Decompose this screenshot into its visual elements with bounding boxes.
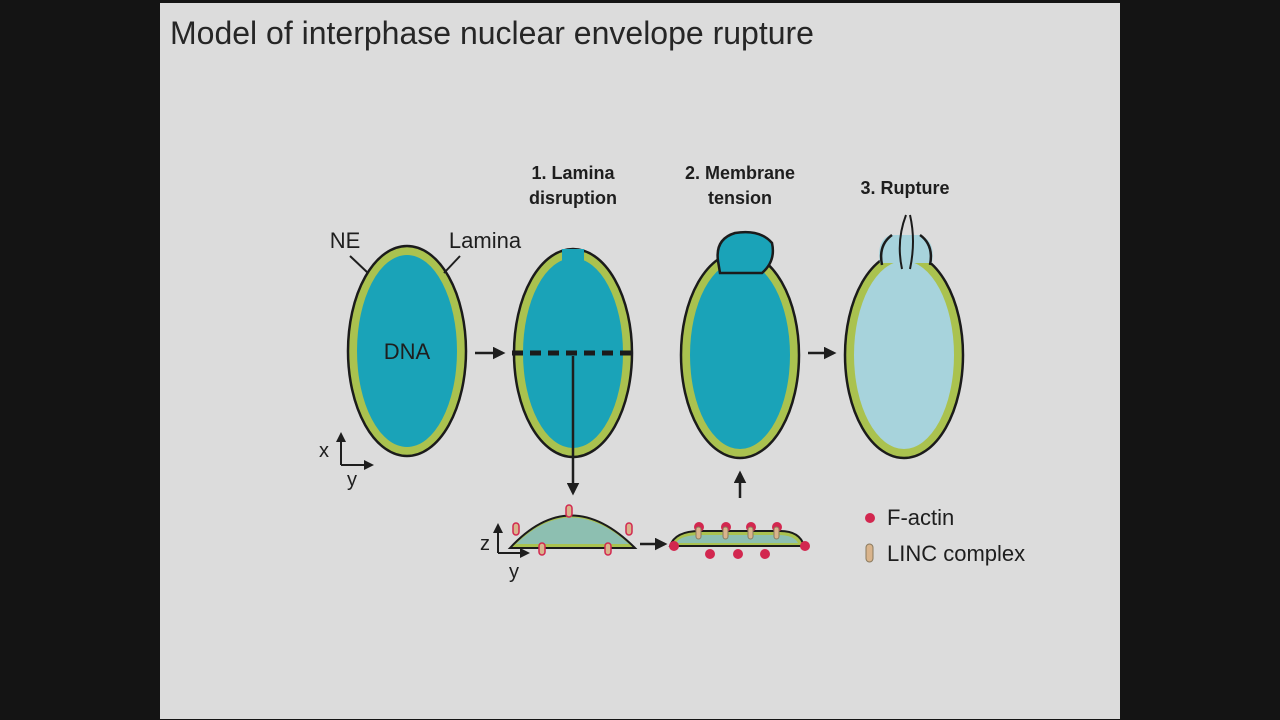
slide-title: Model of interphase nuclear envelope rup… (170, 15, 814, 51)
step-1-title-line2: disruption (529, 188, 617, 208)
cross-section-disruption (507, 504, 638, 556)
nucleus-lamina-disruption (512, 247, 634, 496)
axes-zy: z y (480, 523, 530, 583)
slide: Model of interphase nuclear envelope rup… (160, 3, 1120, 719)
axis-y2-label: y (509, 561, 519, 583)
nucleus-membrane-tension (679, 230, 801, 460)
nucleus-rupture (843, 214, 965, 460)
nucleus-intact: DNA (346, 244, 468, 458)
ne-leader-line (349, 255, 369, 274)
step-3-title: 3. Rupture (860, 178, 949, 198)
legend-linc-label: LINC complex (887, 541, 1025, 566)
linc-complex-legend-icon (865, 543, 874, 563)
axis-x-label: x (319, 440, 329, 462)
f-actin-legend-icon (865, 513, 875, 523)
lamina-leader-line (443, 255, 461, 274)
linc-complexes (695, 526, 780, 540)
step-1-title-line1: 1. Lamina (531, 163, 615, 183)
step-2-title-line2: tension (708, 188, 772, 208)
cross-section-tension (668, 522, 810, 559)
axis-z-label: z (480, 533, 490, 555)
axis-y-label: y (347, 469, 357, 491)
axes-xy: x y (319, 432, 374, 491)
ne-label: NE (330, 228, 361, 253)
step-2-title-line1: 2. Membrane (685, 163, 795, 183)
dna-label: DNA (384, 339, 431, 364)
legend: F-actin LINC complex (865, 505, 1025, 566)
legend-f-actin-label: F-actin (887, 505, 954, 530)
lamina-label: Lamina (449, 228, 522, 253)
nuclear-envelope-rupture-diagram: DNA NE Lamina x y 1. Lamina disruption (319, 163, 1025, 583)
